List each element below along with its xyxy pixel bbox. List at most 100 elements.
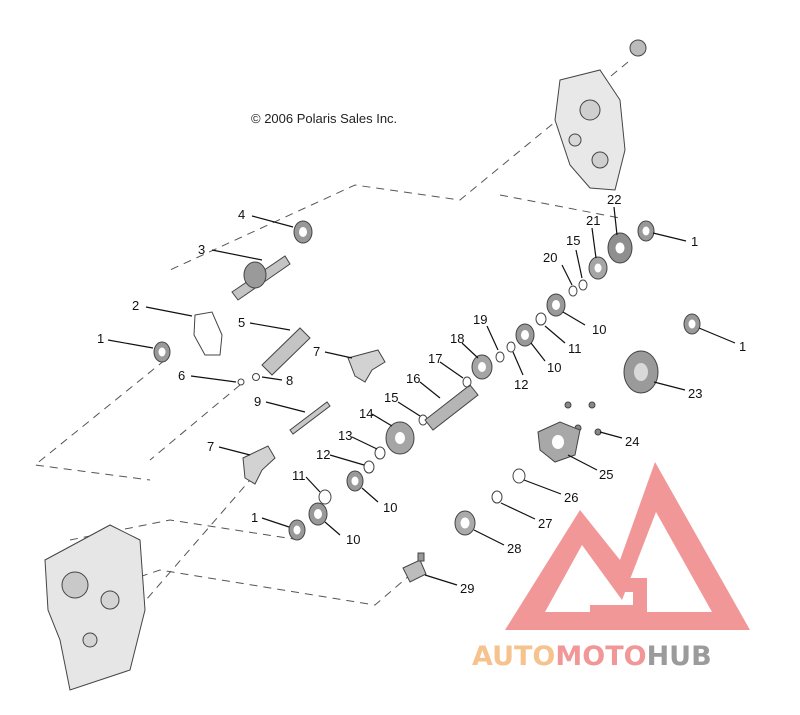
part-oring-27 xyxy=(491,490,503,504)
guide-line-top xyxy=(169,61,629,271)
part-gear-18-hub xyxy=(478,362,486,372)
part-bolts-24 xyxy=(564,401,602,436)
part-seal-28-inner xyxy=(460,517,470,529)
callout-19: 19 xyxy=(473,312,487,327)
leader-10-mid xyxy=(530,342,546,362)
leader-18 xyxy=(461,342,479,359)
callout-17: 17 xyxy=(428,351,442,366)
leader-12-upper xyxy=(512,351,524,376)
callout-20: 20 xyxy=(543,250,557,265)
callout-25: 25 xyxy=(599,467,613,482)
part-gear-23-hub xyxy=(634,363,648,381)
guide-line-bottom xyxy=(99,569,411,606)
part-gear-21-hub xyxy=(594,263,602,273)
watermark-text-hub: HUB xyxy=(647,641,712,672)
callout-10-lower: 10 xyxy=(383,500,397,515)
callout-18: 18 xyxy=(450,331,464,346)
leader-14 xyxy=(371,413,393,427)
leader-15-upper xyxy=(575,249,583,279)
callout-3: 3 xyxy=(198,242,205,257)
leader-11-upper xyxy=(544,325,566,344)
case-cover-bore-small xyxy=(568,133,582,147)
part-gear-22-hub xyxy=(615,242,625,254)
callout-26: 26 xyxy=(564,490,578,505)
leader-lines xyxy=(107,206,736,586)
part-bearing-10-lower-inner xyxy=(351,476,359,486)
callout-24: 24 xyxy=(625,434,639,449)
part-washer-6 xyxy=(237,378,245,386)
callout-23: 23 xyxy=(688,386,702,401)
callout-2: 2 xyxy=(132,298,139,313)
part-sensor-29-stem xyxy=(417,552,425,562)
part-bracket-plate-25-hole xyxy=(552,435,564,449)
case-cover-bore-lower xyxy=(591,151,609,169)
part-bearing-1-right-inner xyxy=(688,319,696,329)
leader-1-top-right xyxy=(652,232,687,242)
watermark-text: AUTOMOTOHUB xyxy=(472,641,712,672)
callout-11-upper: 11 xyxy=(568,341,582,356)
case-cover-bore xyxy=(579,99,601,121)
leader-5 xyxy=(249,322,291,331)
callout-4: 4 xyxy=(238,207,245,222)
callout-11-lower: 11 xyxy=(292,468,306,483)
callout-1-right: 1 xyxy=(739,339,746,354)
leader-20 xyxy=(561,264,573,286)
callout-12-lower: 12 xyxy=(316,447,330,462)
leader-7-bottom xyxy=(218,446,251,456)
part-shift-rod-9 xyxy=(289,401,331,435)
callout-7-top: 7 xyxy=(313,344,320,359)
leader-7-top xyxy=(324,351,353,359)
callout-14: 14 xyxy=(359,406,373,421)
part-ring-19 xyxy=(495,351,505,363)
leader-28 xyxy=(473,529,505,546)
leader-15-lower xyxy=(397,401,421,417)
leader-19 xyxy=(486,325,499,351)
part-bearing-1-top-right-inner xyxy=(642,226,650,236)
transmission-case-body xyxy=(44,524,146,691)
part-ring-12-upper xyxy=(506,341,516,353)
part-bearing-10-bottom-inner xyxy=(314,509,322,519)
parts xyxy=(153,220,701,583)
leader-25 xyxy=(567,454,598,471)
callout-9: 9 xyxy=(254,394,261,409)
transmission-case xyxy=(44,524,146,691)
leader-10-lower xyxy=(361,487,379,503)
leader-3 xyxy=(211,249,263,261)
part-shift-fork-7-bottom xyxy=(242,445,276,485)
leader-13 xyxy=(351,436,378,450)
leader-1-bottom xyxy=(261,517,290,528)
leader-10-bottom xyxy=(324,521,341,536)
callout-10-bottom: 10 xyxy=(346,532,360,547)
callout-7-bottom: 7 xyxy=(207,439,214,454)
part-input-shaft-3-gear xyxy=(243,261,267,289)
leader-16 xyxy=(419,381,441,399)
case-bore-large xyxy=(61,571,89,599)
leader-9 xyxy=(265,401,306,413)
watermark-logo: AUTOMOTOHUB xyxy=(472,462,750,672)
part-ring-15-upper xyxy=(578,279,588,291)
case-bore-small xyxy=(82,632,98,648)
leader-26 xyxy=(523,479,562,495)
leader-21 xyxy=(591,227,597,259)
leader-11-lower xyxy=(305,476,321,493)
leader-6 xyxy=(190,375,237,383)
callout-27: 27 xyxy=(538,516,552,531)
part-bearing-4-inner xyxy=(299,227,307,237)
part-oring-26 xyxy=(512,468,526,484)
callout-10-mid: 10 xyxy=(547,360,561,375)
leader-4 xyxy=(251,215,294,228)
part-ring-11-lower xyxy=(318,489,332,505)
leader-2 xyxy=(145,306,193,317)
leader-10-upper xyxy=(562,311,586,326)
part-bearing-10-mid-inner xyxy=(521,330,529,340)
leader-29 xyxy=(424,574,458,586)
leader-1-right xyxy=(698,327,736,344)
leader-22 xyxy=(613,206,618,236)
callout-10-upper: 10 xyxy=(592,322,606,337)
cover-bearing-top xyxy=(629,39,647,57)
part-shift-drum-5 xyxy=(261,327,311,376)
part-ring-20 xyxy=(568,285,578,297)
callout-21: 21 xyxy=(586,213,600,228)
leader-24 xyxy=(599,431,623,439)
callout-16: 16 xyxy=(406,371,420,386)
